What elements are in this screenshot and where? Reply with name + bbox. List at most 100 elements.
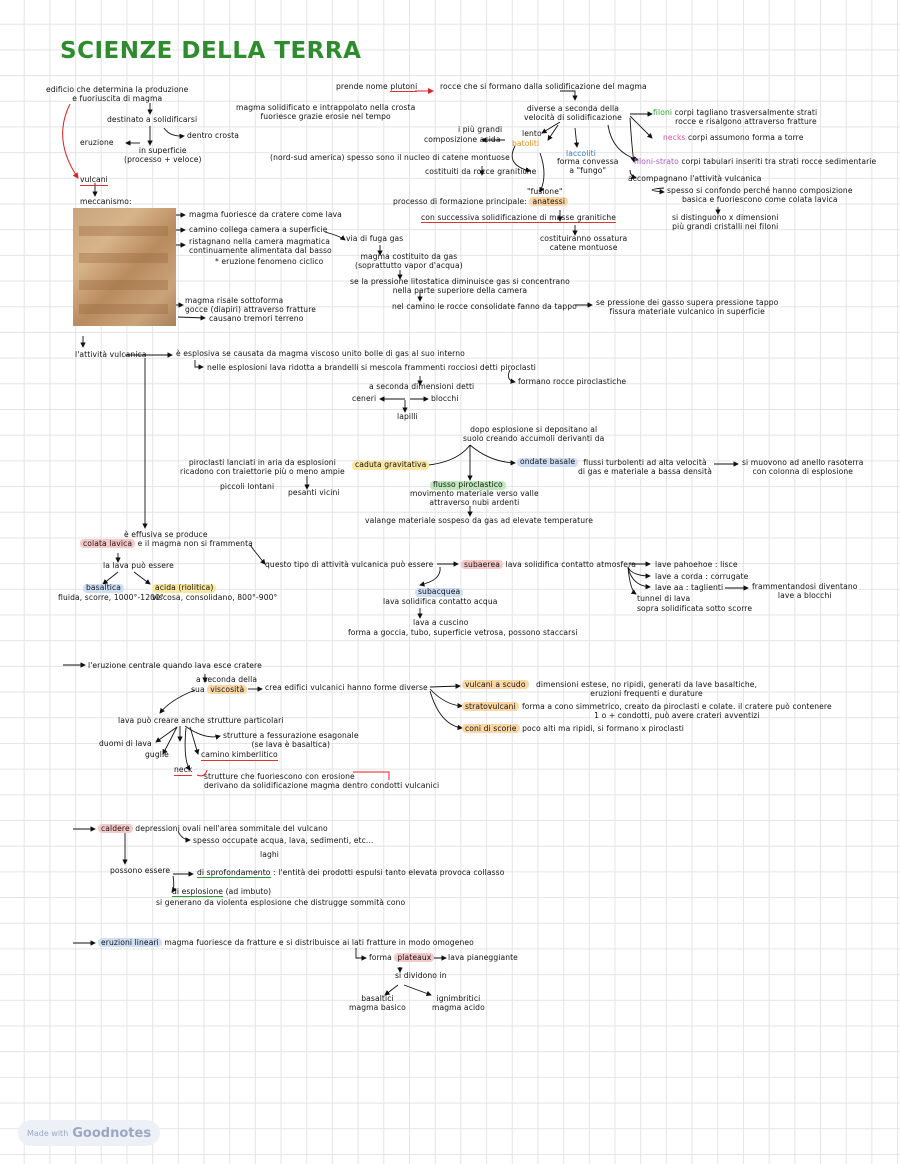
page-title: SCIENZE DELLA TERRA [60,38,362,64]
note-lento: lento [522,129,542,138]
note-possono: possono essere [110,866,171,875]
note-piccoli: piccoli lontani [220,482,275,491]
note-coni: coni di scorie poco alti ma ripidi, si f… [462,724,684,734]
keyword-plateaux: plateaux [394,953,435,962]
note-filoni: filoni corpi tagliano trasversalmente st… [653,108,818,126]
note-basaltica: fluida, scorre, 1000°-1200° [58,593,164,602]
note-composizione: composizione acida [424,135,501,144]
note-formano: formano rocce piroclastiche [518,377,627,386]
keyword-scudo: vulcani a scudo [462,680,529,689]
note-fessurazione: strutture a fessurazione esagonale(se la… [223,731,359,749]
note-camino-rocce: nel camino le rocce consolidate fanno da… [392,302,577,311]
note-magma-costituito: magma costituito da gas(soprattutto vapo… [355,252,463,270]
keyword-strato: stratovulcani [462,702,519,711]
keyword-subacquea: subacquea [415,587,464,597]
note-esplosione: di esplosione (ad imbuto) [172,887,272,897]
note-subacquea: lava solidifica contatto acqua [383,597,498,606]
note-crea: crea edifici vulcanici hanno forme diver… [265,683,428,692]
keyword-neck: neck [174,765,193,776]
note-forma: forma plateaux [369,953,435,963]
note-nord-sud: (nord-sud america) spesso sono il nucleo… [270,153,510,162]
note-piroclasti-lanciati: piroclasti lanciati in aria da esplosion… [180,458,345,476]
note-lava-pian: lava pianeggiante [448,953,518,962]
keyword-anatessi: anatessi [529,197,569,206]
note-eruzioni-lineari: eruzioni lineari magma fuoriesce da frat… [98,938,474,948]
note-fusione: "fusione" [527,187,563,196]
keyword-laccoliti: laccoliti [566,149,596,158]
note-causano: causano tremori terreno [209,314,304,323]
keyword-vulcani: vulcani [80,175,108,186]
note-piu-grandi: i più grandi [458,125,503,134]
note-nelle-esplosioni: nelle esplosioni lava ridotta a brandell… [207,363,537,372]
note-filoni-strato: filoni-strato corpi tabulari inseriti tr… [634,157,877,166]
note-magma-intrappolato: magma solidificato e intrappolato nella … [236,103,416,121]
note-costituiti: costituiti da rocce granitiche [425,167,537,176]
keyword-viscosita: viscosità [207,685,248,694]
note-caldere: caldere depressioni ovali nell'area somm… [98,824,328,834]
note-questo: questo tipo di attività vulcanica può es… [265,560,434,569]
note-aa: lave aa : taglienti [655,583,724,592]
note-seconda-della: a seconda della [196,675,258,684]
note-accompagnano: accompagnano l'attività vulcanica [628,174,762,183]
note-lava-crea: lava può creare anche strutture particol… [118,716,284,725]
keyword-plutoni: plutoni [390,82,418,92]
keyword-colata: colata lavica [80,539,136,548]
note-strato: stratovulcani [462,702,519,712]
note-subaerea: subaerea lava solidifica contatto atmosf… [461,560,636,570]
note-via-fuga: via di fuga gas [346,234,404,243]
note-tappo: se pressione dei gasso supera pressione … [596,298,779,316]
note-fuoriesce-cratere: magma fuoriesce da cratere come lava [189,210,342,219]
keyword-sprofondamento: di sprofondamento [197,868,271,878]
note-lapilli: lapilli [397,412,418,421]
note-camino-kimb: camino kimberlitico [201,750,278,761]
note-eruzione: eruzione [80,138,114,147]
note-occupate: spesso occupate acqua, lava, sedimenti, … [193,836,374,845]
note-pahoehoe: lave pahoehoe : lisce [655,560,738,569]
keyword-subaerea: subaerea [461,560,503,569]
keyword-eruzioni-lineari: eruzioni lineari [98,938,162,947]
note-ceneri: ceneri [352,394,377,403]
note-a-seconda: a seconda dimensioni detti [369,382,475,391]
note-prende-nome: prende nome plutoni [336,82,418,92]
keyword-basaltica: basaltica [83,583,125,593]
note-camino: camino collega camera a superficie [189,225,328,234]
note-processo: processo di formazione principale: anate… [393,197,569,207]
note-laghi: laghi [260,850,280,859]
keyword-caldere: caldere [98,824,133,833]
badge-brand-text: Goodnotes [72,1125,152,1141]
note-generano: si generano da violenta esplosione che d… [156,898,406,907]
note-guglie: guglie [145,750,169,759]
note-scudo: vulcani a scudo [462,680,529,690]
note-duomi: duomi di lava [99,739,152,748]
keyword-batoliti: batoliti [512,139,540,148]
note-corda: lave a corda : corrugate [655,572,749,581]
note-acida: viscosa, consolidano, 800°-900° [152,593,278,602]
note-esplosiva: è esplosiva se causata da magma viscoso … [176,349,465,358]
note-attivita: l'attività vulcanica [75,350,147,359]
note-viscosita: sua viscosità [191,685,248,695]
note-spesso-confondo: spesso si confondo perché hanno composiz… [667,186,853,204]
note-eruzione-centrale: l'eruzione centrale quando lava esce cra… [88,661,262,670]
keyword-ondate: ondate basale [517,457,579,467]
keyword-esplosione: di esplosione [172,887,224,897]
note-sopra: sopra solidificata sotto scorre [637,604,753,613]
note-dividono: si dividono in [395,971,447,980]
note-rocce-magma: rocce che si formano dalla solidificazio… [440,82,647,91]
note-blocchi: blocchi [431,394,459,403]
note-dentro-crosta: dentro crosta [187,131,239,140]
keyword-flusso: flusso piroclastico [430,480,506,490]
note-successiva: con successiva solidificazione di masse … [421,213,617,223]
